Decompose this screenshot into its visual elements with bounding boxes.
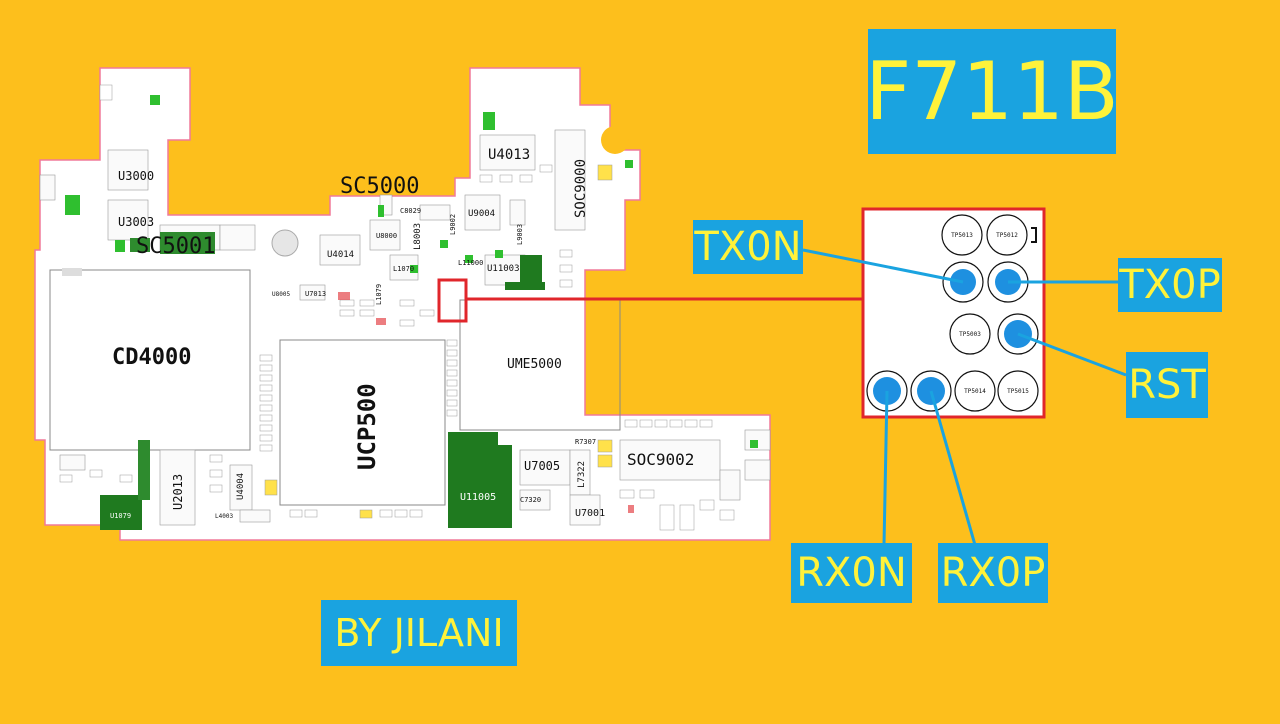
testpoint-tp5003 <box>949 313 991 355</box>
label-tx0p: TX0P <box>1118 258 1222 312</box>
tp-label-5013: TP5013 <box>951 232 973 239</box>
label-l9003: L9003 <box>516 224 524 245</box>
label-u7001: U7001 <box>575 508 605 519</box>
ucp500-outline <box>279 339 446 506</box>
label-u7013: U7013 <box>305 290 326 298</box>
label-ume5000: UME5000 <box>507 357 562 372</box>
mount-hole <box>271 229 299 257</box>
label-rx0p: RX0P <box>938 543 1048 603</box>
tp-label-5003: TP5003 <box>959 331 981 338</box>
label-u3003: U3003 <box>118 215 154 229</box>
label-soc9002: SOC9002 <box>627 450 694 469</box>
tp-label-5014: TP5014 <box>964 388 986 395</box>
label-l11000: L11000 <box>458 259 483 267</box>
label-sc5001: SC5001 <box>136 234 215 259</box>
label-r7307: R7307 <box>575 438 596 446</box>
connector-pad <box>62 268 82 276</box>
label-c7320: C7320 <box>520 496 541 504</box>
label-u4013: U4013 <box>488 147 530 163</box>
label-u3000: U3000 <box>118 169 154 183</box>
label-u8005: U8005 <box>272 291 290 298</box>
label-c8029: C8029 <box>400 207 421 215</box>
label-l4003: L4003 <box>215 513 233 520</box>
green-parts <box>65 95 758 530</box>
tp-label-5012: TP5012 <box>996 232 1018 239</box>
label-l1079: L1079 <box>375 284 383 305</box>
label-rst: RST <box>1126 352 1208 418</box>
leader-lines <box>802 248 1127 546</box>
label-u8000: U8000 <box>376 232 397 240</box>
testpoint-tp5012 <box>986 214 1028 256</box>
label-ucp500: UCP500 <box>353 383 381 470</box>
testpoint-tp5015 <box>997 370 1039 412</box>
label-soc9000: SOC9000 <box>573 159 589 218</box>
mount-hole <box>601 126 629 154</box>
label-cd4000: CD4000 <box>112 345 191 370</box>
label-u7005: U7005 <box>524 459 560 473</box>
label-l8003: L8003 <box>413 223 423 250</box>
label-l9002: L9002 <box>449 214 457 235</box>
zoom-box-marker <box>1031 227 1037 243</box>
label-u4014: U4014 <box>327 250 354 260</box>
label-l7322: L7322 <box>577 461 587 488</box>
credit-label: BY JILANI <box>321 600 517 666</box>
label-u2013: U2013 <box>171 474 185 510</box>
tp-label-5015: TP5015 <box>1007 388 1029 395</box>
label-rx0n: RX0N <box>791 543 912 603</box>
label-l1070: L1070 <box>393 265 414 273</box>
label-u4004: U4004 <box>236 473 246 500</box>
passive-parts <box>59 84 735 531</box>
label-u11003: U11003 <box>487 264 520 274</box>
label-u1079: U1079 <box>110 512 131 520</box>
label-tx0n: TX0N <box>693 220 803 274</box>
label-u9004: U9004 <box>468 209 495 219</box>
testpoint-tp5014 <box>954 370 996 412</box>
label-sc5000: SC5000 <box>340 174 419 199</box>
model-title: F711B <box>865 29 1119 154</box>
testpoint-tp5013 <box>941 214 983 256</box>
label-u11005: U11005 <box>460 492 496 503</box>
